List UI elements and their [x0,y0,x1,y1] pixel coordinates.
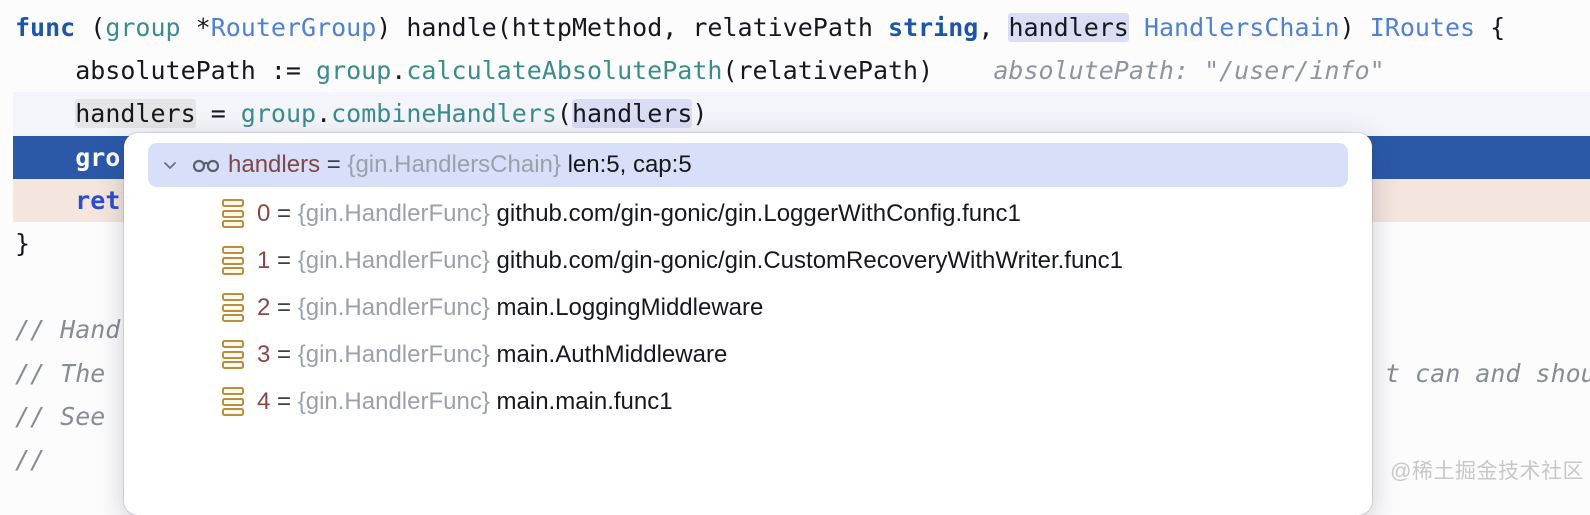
code-token: ) [1339,13,1370,43]
code-line: handlers = group.combineHandlers(handler… [0,92,1590,136]
stacked-bars-icon [222,246,244,275]
code-token: * [180,13,211,43]
item-type: {gin.HandlerFunc} [297,199,497,227]
equals-sign: = [270,293,298,321]
code-line: // [0,438,1590,481]
code-line: // Hand [0,308,1590,351]
code-token [1129,13,1144,42]
equals-sign: = [270,340,298,368]
item-index: 1 [257,246,271,274]
equals-sign: = [320,151,348,178]
item-index: 0 [257,199,271,227]
code-token: calculateAbsolutePath [406,56,723,86]
equals-sign: = [270,199,298,227]
stacked-bars-icon [222,340,244,369]
code-token: ) handle(httpMethod, relativePath [376,13,889,43]
equals-sign: = [270,246,298,274]
stacked-bars-icon [222,293,244,322]
debug-array-item-row[interactable]: 2 = {gin.HandlerFunc} main.LoggingMiddle… [124,284,1372,331]
watermark-text: @稀土掘金技术社区 [1390,460,1584,483]
code-token: ( [556,99,572,129]
code-token: absolutePath := [15,56,317,86]
item-type: {gin.HandlerFunc} [297,293,497,321]
code-token: ) [692,99,708,129]
code-token [15,99,75,128]
code-token: // Hand [15,315,121,345]
item-index: 3 [257,340,271,368]
equals-sign: = [270,387,298,415]
code-token: // The [15,358,106,388]
item-value: main.main.func1 [496,387,673,415]
ide-editor-debug-view: { "code": { "lines": [ { "cls": "", "tok… [0,6,1590,483]
code-token: . [316,99,332,129]
code-token: ret [75,185,121,215]
code-token: IRoutes [1369,13,1476,43]
code-token: handlers [75,99,196,129]
code-token: , [978,13,1009,43]
code-token: func [15,13,76,43]
item-value: github.com/gin-gonic/gin.CustomRecoveryW… [496,246,1123,274]
code-token: { [1475,13,1506,43]
stacked-bars-icon [222,199,244,228]
code-line: absolutePath := group.calculateAbsoluteP… [0,49,1590,92]
code-token: = [195,99,241,129]
debug-array-item-row[interactable]: 3 = {gin.HandlerFunc} main.AuthMiddlewar… [124,331,1372,378]
code-token: ( [75,13,106,43]
code-token: group [316,56,392,86]
watch-glasses-icon [191,155,221,175]
item-value: github.com/gin-gonic/gin.LoggerWithConfi… [496,199,1021,227]
code-token: handlers [1008,13,1129,43]
variable-name: handlers [228,151,321,178]
code-token: group [240,99,317,129]
code-token: (relativePath) [722,56,934,86]
code-token: RouterGroup [210,13,377,43]
code-token [15,186,75,215]
debug-variable-header-row[interactable]: handlers = {gin.HandlersChain} len:5, ca… [148,143,1348,187]
code-token: handlers [571,99,693,129]
debug-array-item-row[interactable]: 4 = {gin.HandlerFunc} main.main.func1 [124,378,1372,425]
variable-summary: len:5, cap:5 [567,151,692,178]
item-index: 4 [257,387,271,415]
debugger-variable-popup: handlers = {gin.HandlersChain} len:5, ca… [124,133,1372,515]
code-token: // See [15,401,106,431]
code-line: func (group *RouterGroup) handle(httpMet… [0,6,1590,49]
code-token: HandlersChain [1143,13,1340,43]
item-value: main.LoggingMiddleware [496,293,764,321]
code-token: absolutePath: "/user/info" [933,56,1385,86]
code-line: // See [0,395,1590,438]
chevron-down-icon[interactable] [157,152,183,178]
comment-fragment-right: t can and shou [1385,358,1590,388]
item-type: {gin.HandlerFunc} [297,246,497,274]
code-token: combineHandlers [331,99,557,129]
code-token: gro [15,142,121,172]
code-token: // [15,444,46,474]
code-line: } [0,222,1590,265]
code-token: string [888,13,979,43]
item-type: {gin.HandlerFunc} [297,340,497,368]
item-index: 2 [257,293,271,321]
code-token: } [15,229,31,259]
debug-array-item-row[interactable]: 1 = {gin.HandlerFunc} github.com/gin-gon… [124,237,1372,284]
code-token: group [105,13,181,43]
debug-array-item-row[interactable]: 0 = {gin.HandlerFunc} github.com/gin-gon… [124,190,1372,237]
code-line: // The t can and shou [0,352,1590,395]
stacked-bars-icon [222,387,244,416]
item-value: main.AuthMiddleware [496,340,728,368]
variable-type: {gin.HandlersChain} [347,151,568,178]
code-token: . [391,56,407,86]
item-type: {gin.HandlerFunc} [297,387,497,415]
debug-array-items: 0 = {gin.HandlerFunc} github.com/gin-gon… [124,190,1372,425]
